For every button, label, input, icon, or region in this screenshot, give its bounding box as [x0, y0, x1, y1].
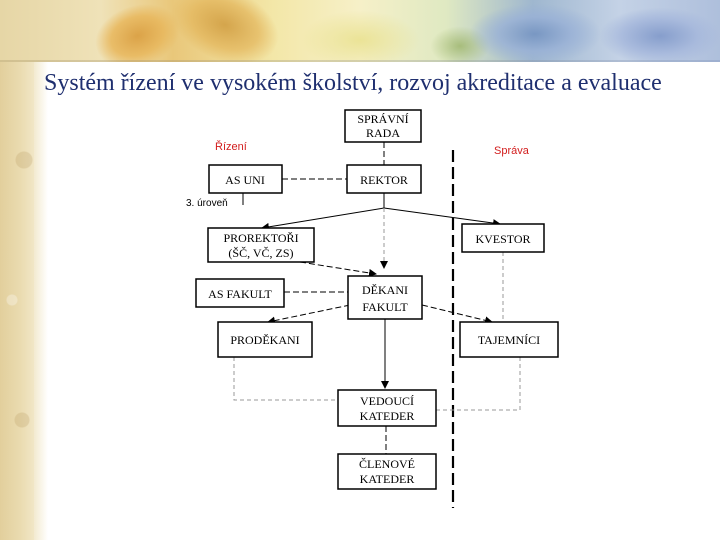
- box-text-line: (ŠČ, VČ, ZS): [228, 246, 293, 260]
- box-text-line: KATEDER: [360, 409, 415, 423]
- box-spravni-rada: SPRÁVNÍ RADA: [344, 109, 422, 143]
- banner-leaf-decoration: [300, 10, 420, 62]
- left-strip-fade: [34, 62, 48, 540]
- box-rektor: REKTOR: [346, 164, 422, 194]
- connector-tajemnici-vedouci: [436, 357, 521, 411]
- box-text-line: TAJEMNÍCI: [478, 333, 540, 347]
- slide-title: Systém řízení ve vysokém školství, rozvo…: [44, 70, 662, 96]
- left-decorative-strip: [0, 0, 34, 540]
- banner-flower-decoration: [470, 4, 600, 62]
- box-prorektori: PROREKTOŘI (ŠČ, VČ, ZS): [207, 227, 315, 263]
- box-text-line: PRODĚKANI: [230, 333, 299, 347]
- box-text-line: AS UNI: [225, 173, 265, 187]
- box-text-line: FAKULT: [362, 300, 408, 314]
- box-clenove-kateder: ČLENOVÉ KATEDER: [337, 453, 437, 490]
- label-rizeni: Řízení: [215, 140, 247, 153]
- box-text-line: AS FAKULT: [208, 287, 272, 301]
- box-vedouci-kateder: VEDOUCÍ KATEDER: [337, 389, 437, 427]
- diagram-connectors: [233, 142, 521, 454]
- banner-flower-decoration: [600, 8, 720, 62]
- box-as-fakult: AS FAKULT: [195, 278, 285, 308]
- box-text-line: ČLENOVÉ: [359, 457, 415, 471]
- banner-bottom-edge: [0, 60, 720, 62]
- box-text-line: RADA: [366, 126, 400, 140]
- box-dekani: DĚKANI FAKULT: [347, 275, 423, 320]
- box-as-uni: AS UNI: [208, 164, 283, 194]
- box-kvestor: KVESTOR: [461, 223, 545, 253]
- connector-rektor-kvestor: [383, 207, 501, 228]
- label-level-3: 3. úroveň: [186, 198, 228, 209]
- top-decorative-banner: [0, 0, 720, 62]
- box-text-line: VEDOUCÍ: [360, 394, 414, 408]
- box-text-line: SPRÁVNÍ: [357, 112, 408, 126]
- box-tajemnici: TAJEMNÍCI: [459, 321, 559, 358]
- box-prodekani: PRODĚKANI: [217, 321, 313, 358]
- label-sprava: Správa: [494, 145, 530, 157]
- box-text-line: KVESTOR: [475, 232, 530, 246]
- connector-dekani-tajemnici: [421, 304, 493, 325]
- connector-rektor-prorektori: [261, 207, 385, 231]
- box-text-line: REKTOR: [360, 173, 408, 187]
- connector-prodekani-vedouci: [233, 357, 338, 401]
- connector-dekani-prodekani: [267, 304, 351, 325]
- box-text-line: DĚKANI: [362, 283, 408, 297]
- connector-prorektori-dekani: [299, 261, 377, 277]
- box-text-line: PROREKTOŘI: [223, 231, 298, 245]
- box-text-line: KATEDER: [360, 472, 415, 486]
